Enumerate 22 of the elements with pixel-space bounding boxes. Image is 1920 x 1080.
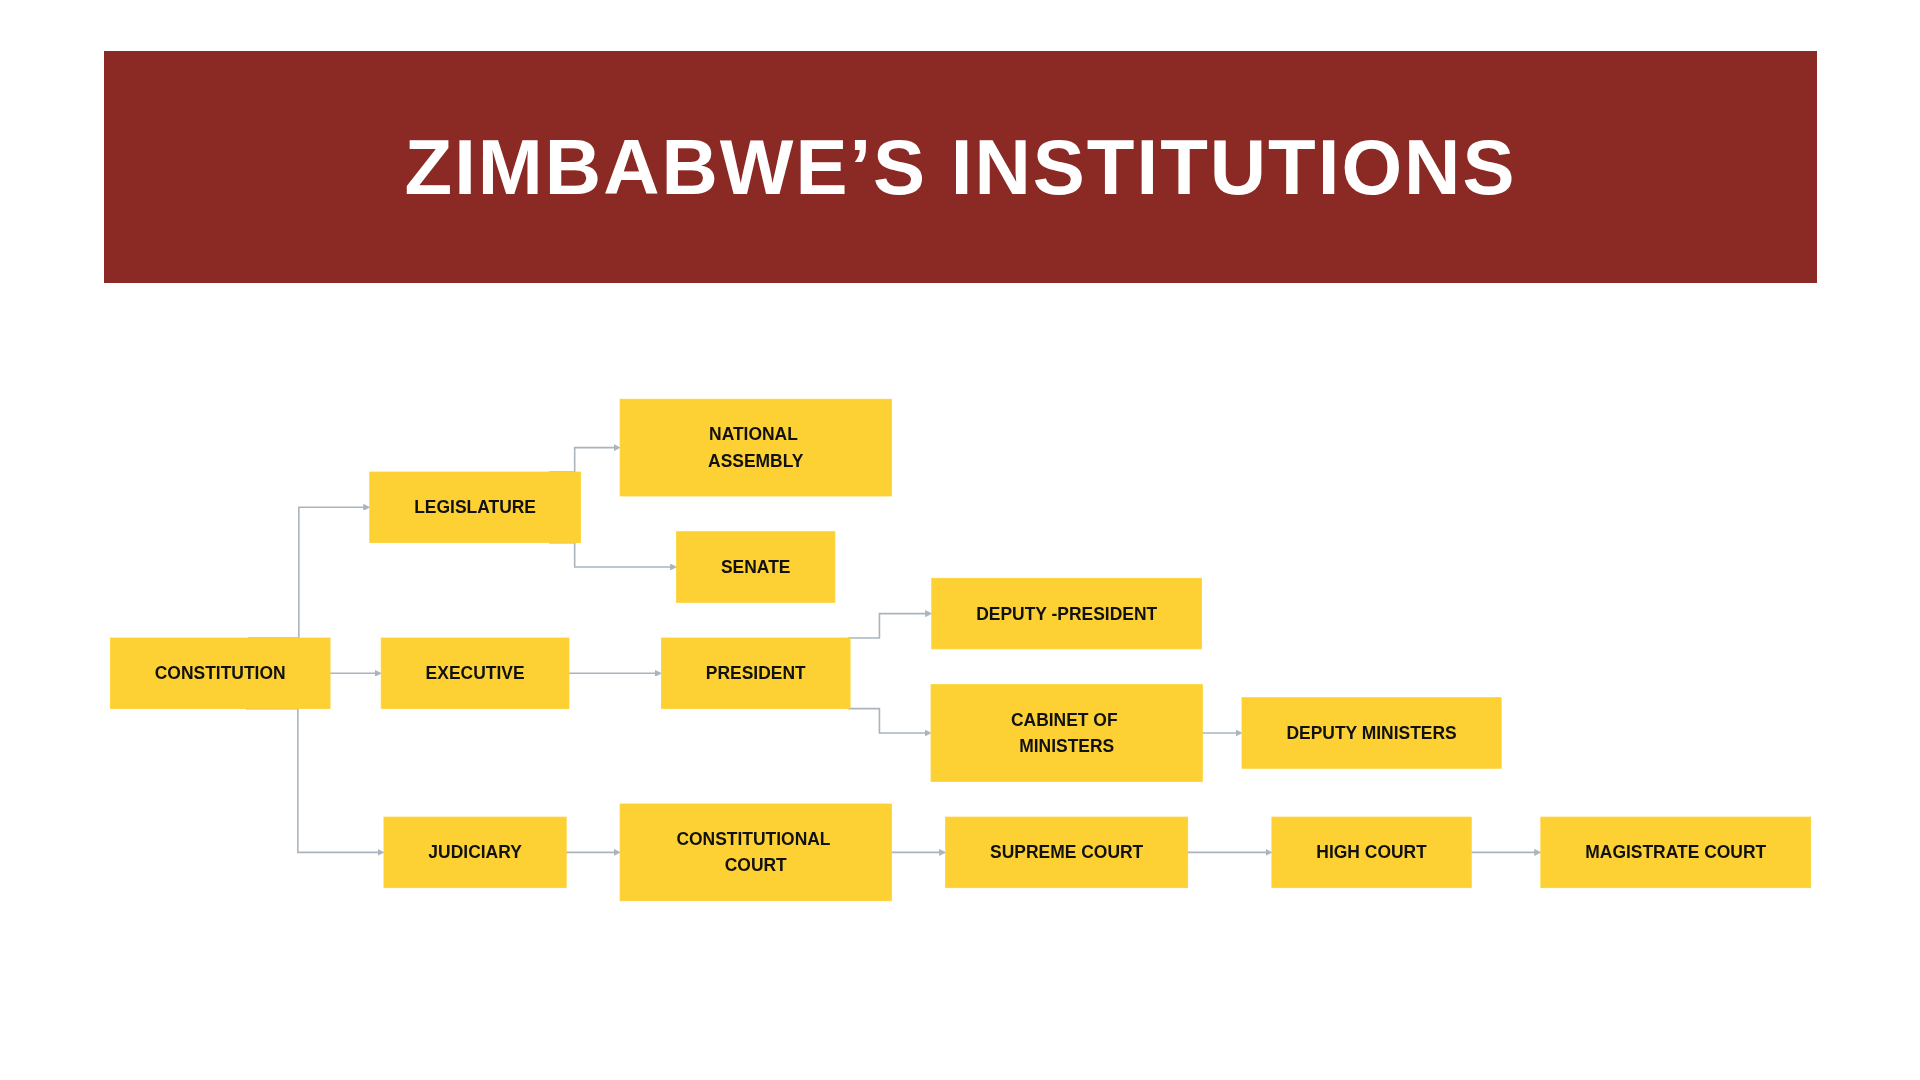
arrow: [1186, 848, 1273, 856]
node-box: SUPREME COURT: [945, 816, 1189, 889]
node-box: CONSTITUTIONAL COURT: [619, 803, 892, 902]
node-box: HIGH COURT: [1271, 816, 1472, 889]
title: ZIMBABWE’S INSTITUTIONS: [404, 121, 1517, 213]
arrow: [1470, 848, 1542, 856]
node-box: NATIONAL ASSEMBLY: [619, 398, 892, 497]
node-box: DEPUTY -PRESIDENT: [931, 577, 1202, 650]
node-box: EXECUTIVE: [380, 637, 570, 709]
arrow: [1201, 729, 1243, 737]
node-box: JUDICIARY: [383, 816, 567, 889]
node-box: CONSTITUTION: [109, 637, 331, 709]
node-box: MAGISTRATE COURT: [1540, 816, 1812, 889]
arrow: [890, 848, 946, 856]
arrow: [568, 669, 662, 677]
arrow: [329, 669, 382, 677]
node-box: SENATE: [676, 531, 836, 603]
node-box: LEGISLATURE: [369, 471, 581, 543]
node-box: CABINET OF MINISTERS: [930, 684, 1203, 782]
node-box: PRESIDENT: [660, 637, 851, 709]
node-box: DEPUTY MINISTERS: [1241, 697, 1502, 769]
arrow: [565, 848, 621, 856]
